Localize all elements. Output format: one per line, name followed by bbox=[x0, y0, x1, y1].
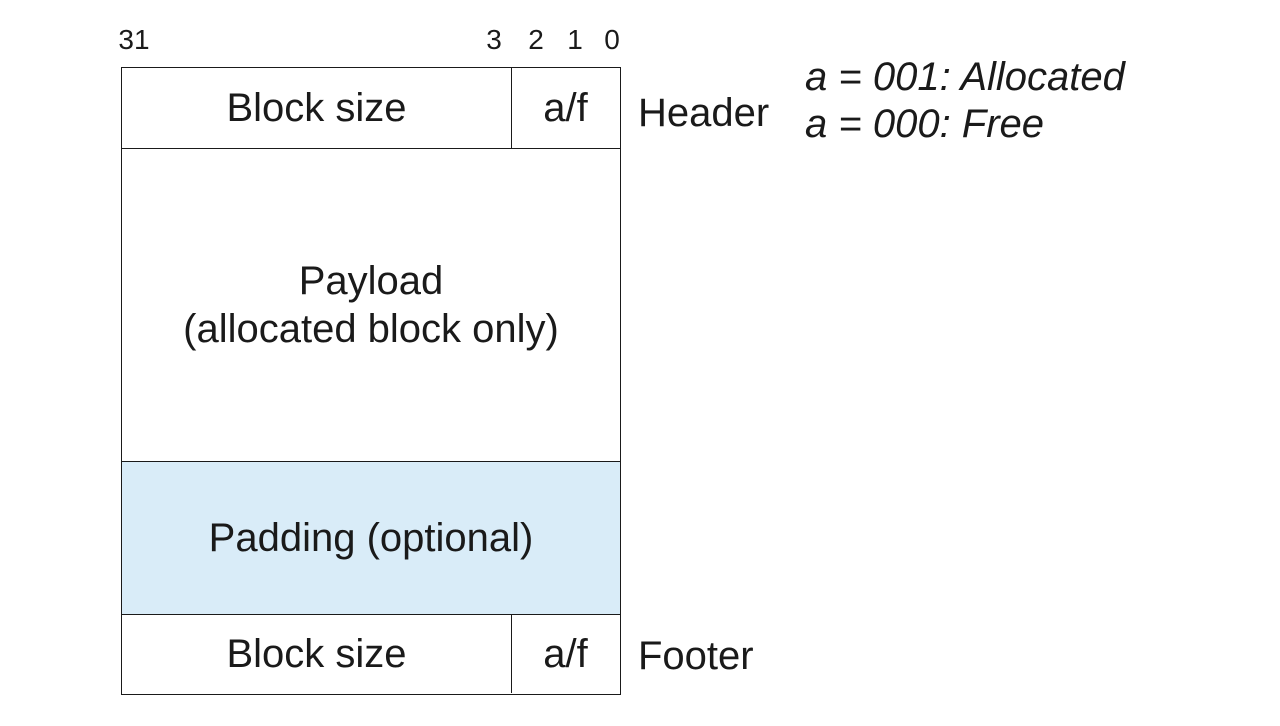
bit-label-2: 2 bbox=[528, 24, 544, 55]
heap-block-diagram: Block size a/f Payload (allocated block … bbox=[121, 67, 621, 695]
footer-row: Block size a/f bbox=[122, 615, 620, 693]
footer-side-label: Footer bbox=[638, 634, 754, 678]
payload-title: Payload bbox=[298, 259, 444, 303]
bit-label-0: 0 bbox=[604, 24, 620, 55]
bit-label-31: 31 bbox=[118, 24, 150, 55]
payload-note: (allocated block only) bbox=[183, 307, 559, 351]
header-flag-cell: a/f bbox=[543, 85, 588, 130]
legend-free: a = 000: Free bbox=[805, 102, 1045, 146]
legend-allocated: a = 001: Allocated bbox=[805, 55, 1125, 99]
payload-text: Payload (allocated block only) bbox=[122, 149, 620, 461]
footer-block-size-cell: Block size bbox=[122, 615, 512, 693]
allocation-legend: a = 001: Allocated a = 000: Free bbox=[805, 54, 1125, 148]
bit-label-1: 1 bbox=[567, 24, 583, 55]
header-block-size-cell: Block size bbox=[122, 68, 512, 148]
padding-row: Padding (optional) bbox=[122, 462, 620, 615]
header-side-label: Header bbox=[638, 91, 770, 135]
bit-label-3: 3 bbox=[486, 24, 502, 55]
padding-label: Padding (optional) bbox=[208, 516, 534, 560]
payload-row: Payload (allocated block only) bbox=[122, 149, 620, 462]
footer-flag-cell: a/f bbox=[543, 631, 588, 676]
header-row: Block size a/f bbox=[122, 68, 620, 149]
